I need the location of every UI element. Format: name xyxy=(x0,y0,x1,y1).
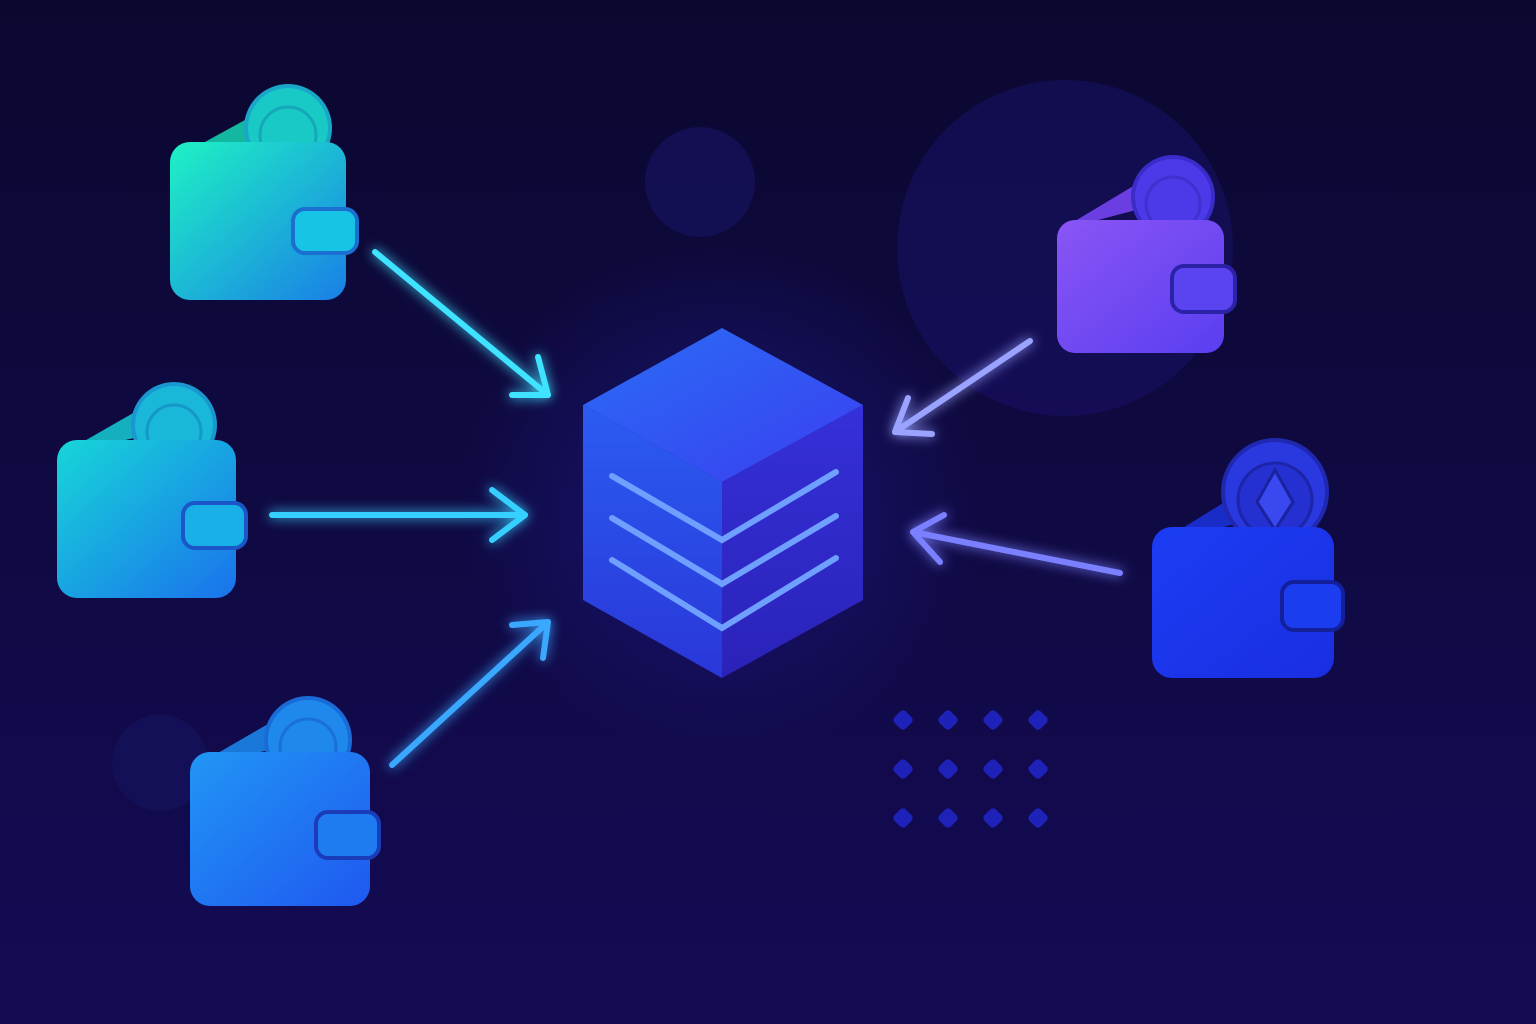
dot xyxy=(938,759,958,779)
dot xyxy=(1028,759,1048,779)
wallet-icon xyxy=(1152,438,1345,678)
dot xyxy=(983,759,1003,779)
dot xyxy=(983,808,1003,828)
wallet-icon xyxy=(1057,155,1237,353)
arrow-icon xyxy=(892,338,1033,437)
dot xyxy=(893,759,913,779)
arrow-icon xyxy=(910,512,1123,576)
dot xyxy=(983,710,1003,730)
wallet-icon xyxy=(190,696,381,906)
dot xyxy=(938,710,958,730)
cube-block-icon xyxy=(583,328,863,678)
dot xyxy=(1028,710,1048,730)
arrow-icon xyxy=(269,487,528,543)
arrow-icon xyxy=(389,619,551,768)
dot-grid xyxy=(893,710,1048,828)
wallet-icon xyxy=(57,382,248,598)
wallet-icon xyxy=(170,84,359,300)
dot xyxy=(1028,808,1048,828)
dot xyxy=(938,808,958,828)
background-circle xyxy=(112,715,208,811)
dot xyxy=(893,808,913,828)
dot xyxy=(893,710,913,730)
arrow-icon xyxy=(372,249,551,398)
background-circle xyxy=(645,127,755,237)
